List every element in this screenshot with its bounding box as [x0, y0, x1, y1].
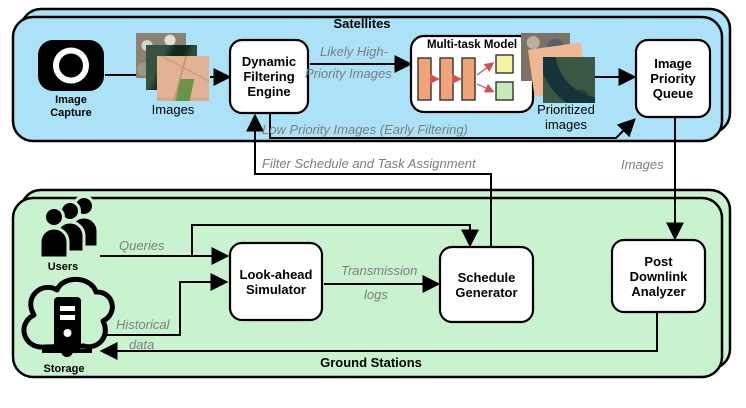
users-label: Users — [47, 261, 79, 273]
storage-label: Storage — [43, 363, 85, 375]
multi-task-model-title: Multi-task Model — [426, 38, 518, 51]
post-downlink-analyzer-label: Post Downlink Analyzer — [612, 240, 705, 312]
storage-icon — [21, 276, 115, 357]
las-line1: Look-ahead — [239, 266, 313, 282]
model-head-yellow — [495, 54, 514, 74]
satellites-title: Satellites — [333, 16, 391, 31]
model-layer-1 — [417, 57, 432, 101]
edge-label-transmission-line1: Transmission — [341, 263, 418, 278]
edge-label-images-down: Images — [621, 157, 664, 172]
pda-line3: Analyzer — [631, 283, 686, 299]
field-patch — [175, 79, 194, 101]
arrow-filter-schedule — [246, 113, 492, 247]
dfe-line2: Filtering — [243, 69, 295, 84]
image-capture-label: Image Capture — [34, 94, 108, 119]
model-arrows — [430, 62, 495, 93]
post-downlink-analyzer-box — [610, 238, 707, 314]
ground-stations-title: Ground Stations — [320, 355, 422, 370]
process-boxes — [228, 34, 712, 324]
model-head-green — [495, 81, 514, 101]
edge-label-transmission-line2: logs — [364, 287, 388, 302]
look-ahead-simulator-box — [228, 241, 324, 322]
dynamic-filtering-engine-label: Dynamic Filtering Engine — [230, 40, 308, 113]
dfe-line1: Dynamic — [241, 54, 297, 69]
schedule-generator-label: Schedule Generator — [440, 247, 533, 322]
edge-label-historical-line1: Historical — [116, 317, 170, 332]
prioritized-line1: Prioritized — [537, 102, 595, 117]
arrow-analyzer-to-storage — [99, 312, 658, 360]
images-label: Images — [151, 102, 195, 117]
image-priority-queue-label: Image Priority Queue — [636, 40, 710, 117]
sg-line2: Generator — [455, 284, 518, 300]
arrow-historical-data — [107, 273, 229, 336]
edge-label-historical-line2: data — [129, 337, 155, 352]
arrow-low-priority — [269, 113, 636, 139]
image-priority-queue-box — [634, 38, 712, 119]
edge-label-likely-high-line1: Likely High- — [320, 44, 388, 59]
edge-label-likely-high-line2: Priority Images — [305, 66, 392, 81]
look-ahead-simulator-label: Look-ahead Simulator — [230, 243, 322, 320]
multi-task-model-internals — [417, 54, 514, 101]
edge-label-low-priority: Low Priority Images (Early Filtering) — [262, 122, 468, 137]
las-line2: Simulator — [246, 281, 306, 297]
edge-label-queries: Queries — [119, 238, 165, 253]
model-layer-3 — [461, 57, 476, 101]
schedule-generator-box — [438, 245, 535, 324]
arrow-queries-branch — [191, 224, 479, 256]
dynamic-filtering-engine-box — [228, 38, 310, 115]
sg-line1: Schedule — [457, 269, 516, 285]
storage-server — [54, 297, 81, 350]
ground-stations-container-front — [11, 196, 724, 379]
prioritized-images-label: Prioritized images — [516, 102, 616, 132]
pda-line1: Post — [644, 253, 673, 269]
captured-image-thumb-front — [157, 56, 209, 101]
ipq-line2: Priority — [650, 71, 696, 86]
edge-label-filter-schedule: Filter Schedule and Task Assignment — [262, 156, 476, 171]
prioritized-line2: images — [545, 116, 587, 132]
image-capture-line1: Image — [55, 94, 87, 106]
camera-icon — [38, 40, 104, 91]
image-capture-line2: Capture — [50, 106, 92, 119]
dfe-line3: Engine — [247, 84, 291, 99]
users-icon — [38, 195, 100, 260]
pda-line2: Downlink — [629, 268, 688, 284]
ipq-line3: Queue — [652, 86, 694, 101]
ground-stations-container — [11, 188, 732, 379]
prioritized-image-thumb-front — [543, 57, 595, 103]
connectors — [99, 55, 684, 360]
ipq-line1: Image — [654, 56, 692, 71]
model-layer-2 — [439, 57, 454, 101]
